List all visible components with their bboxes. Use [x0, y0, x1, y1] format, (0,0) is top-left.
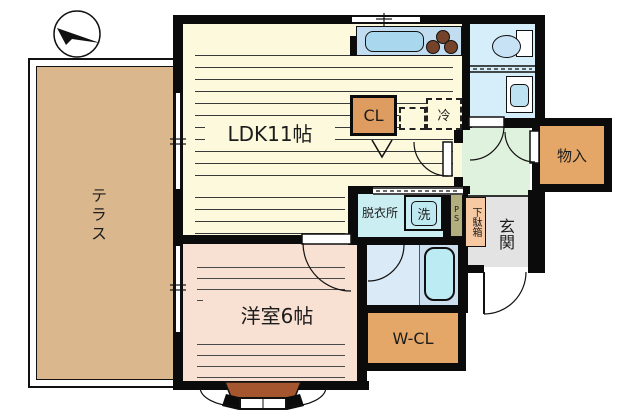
stove-burner-icon [426, 40, 440, 54]
wall-bath-right [458, 190, 468, 313]
dressing-room-label: 脱衣所 [361, 206, 398, 220]
pipe-space-label: PS [452, 204, 461, 223]
wall-washroom-hall-a [462, 118, 472, 128]
wall-wet-block-left [462, 15, 470, 130]
wall-entrance-bottom-a [462, 265, 484, 273]
window-western-left [174, 246, 182, 332]
toilet-icon [492, 35, 521, 58]
storage-label: 物入 [556, 146, 587, 165]
closet-cl: CL [350, 95, 397, 136]
wall-ldk-western [183, 235, 357, 244]
closet-cl-label: CL [363, 106, 384, 125]
refrigerator-space: 冷 [426, 98, 462, 130]
wall-wet-block-right [535, 15, 545, 128]
entrance-label: 玄関 [496, 218, 515, 250]
wall-counter-cap [350, 36, 358, 56]
pipe-space: PS [450, 190, 463, 237]
wall-hall-left-a [454, 128, 463, 143]
washer-label: 洗 [417, 208, 431, 223]
wall-entrance-right [528, 190, 545, 273]
walk-in-closet: W-CL [360, 305, 466, 371]
storage-mononyu: 物入 [532, 118, 612, 192]
western-room-label: 洋室6帖 [203, 300, 351, 328]
wall-bath-top [348, 237, 468, 245]
wash-basin-icon [510, 84, 529, 107]
western-room-flooring-lower [197, 334, 345, 378]
refrigerator-label: 冷 [437, 108, 451, 124]
shoe-cabinet: 下駄箱 [465, 197, 486, 247]
wall-ps-left [443, 186, 452, 237]
wall-dressing-left [348, 186, 358, 245]
stove-burner-icon [444, 40, 458, 54]
western-room-flooring [197, 257, 345, 303]
ldk-flooring-lower [195, 186, 345, 234]
window-top-kitchen [352, 15, 420, 24]
window-ldk-left [174, 93, 182, 189]
walk-in-closet-label: W-CL [392, 328, 434, 348]
wall-bottom [173, 381, 369, 390]
kitchen-sink [365, 31, 424, 52]
bathtub-icon [424, 247, 455, 301]
hallway [462, 118, 530, 197]
north-arrow-compass-icon [53, 10, 101, 58]
terrace-label: テラス [88, 186, 107, 244]
terrace [36, 66, 176, 380]
wall-washroom-hall-b [503, 118, 545, 128]
shoe-cabinet-label: 下駄箱 [470, 207, 481, 237]
washing-machine-icon: 洗 [404, 195, 443, 231]
ldk-label: LDK11帖 [205, 119, 335, 146]
wall-entrance-bottom-b [528, 265, 545, 273]
counter-space-dashed [399, 107, 426, 130]
